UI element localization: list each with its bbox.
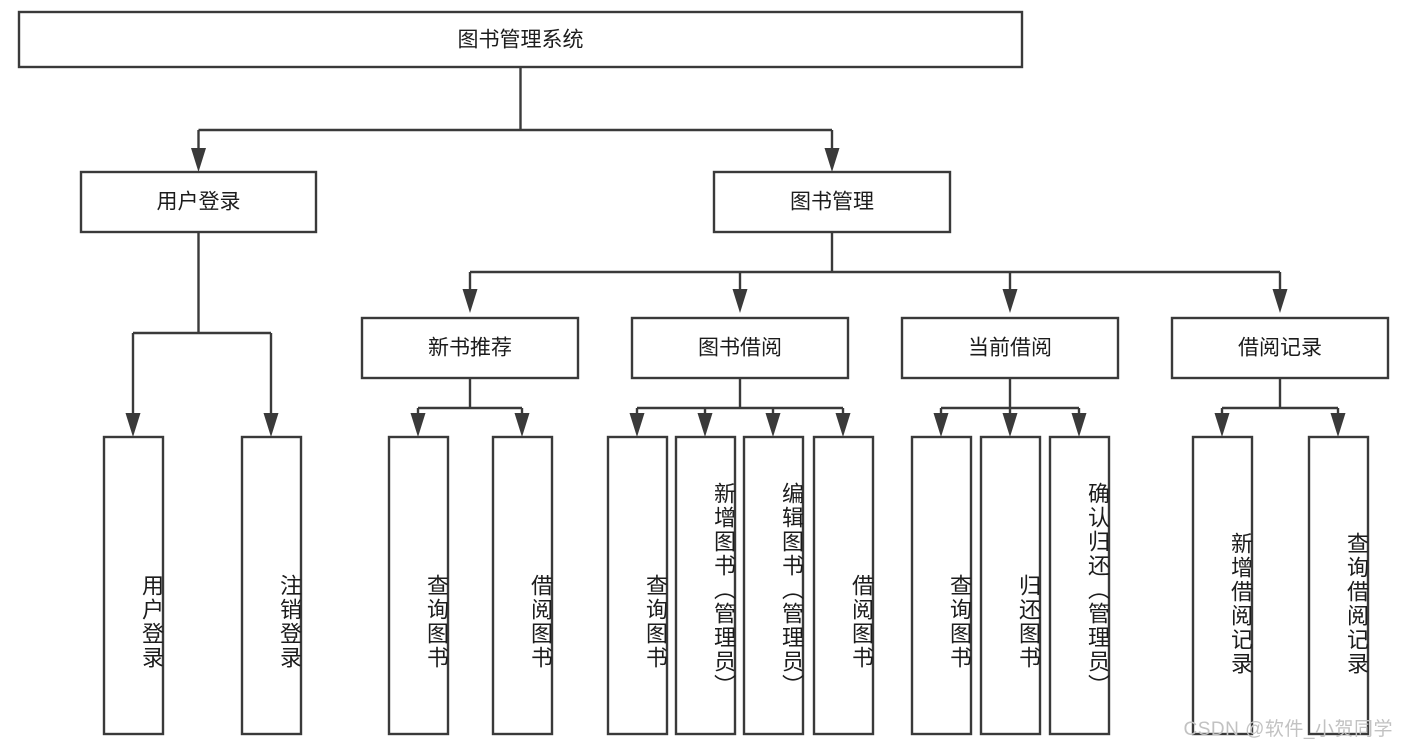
leaf-box-book-borrow-4[interactable] (812, 435, 875, 736)
arrow-borrow-record-leaf-2 (1330, 413, 1346, 437)
leaf-box-current-borrow-3[interactable] (1048, 435, 1111, 736)
csdn-watermark: CSDN @软件_小贺同学 (1183, 719, 1393, 740)
leaf-box-book-borrow-1[interactable] (606, 435, 669, 736)
arrow-book-borrow-leaf-3 (765, 413, 781, 437)
node-book-management-box (712, 170, 952, 234)
arrow-borrow-record-leaf-1 (1214, 413, 1230, 437)
node-new-book-recommend[interactable]: 新书推荐 (360, 316, 580, 380)
leaf-box-current-borrow-1[interactable] (910, 435, 973, 736)
connector-group-newbook-to-leaves (410, 378, 530, 437)
node-current-borrow-label: 当前借阅 (968, 337, 1052, 360)
arrow-to-new-book-recommend (462, 289, 478, 313)
arrow-current-borrow-leaf-1 (933, 413, 949, 437)
arrow-book-borrow-leaf-4 (835, 413, 851, 437)
connector-group-bookborrow-to-leaves (629, 378, 851, 437)
arrow-book-borrow-leaf-1 (629, 413, 645, 437)
node-new-book-recommend-label: 新书推荐 (428, 337, 512, 360)
node-borrow-record-label: 借阅记录 (1238, 337, 1322, 360)
node-book-management-label: 图书管理 (790, 191, 874, 214)
node-current-borrow-box (900, 316, 1120, 380)
leaf-box-book-borrow-2[interactable] (674, 435, 737, 736)
leaf-box-new-book-2[interactable] (491, 435, 554, 736)
node-borrow-record[interactable]: 借阅记录 (1170, 316, 1390, 380)
node-book-management[interactable]: 图书管理 (712, 170, 952, 234)
node-book-borrow-box (630, 316, 850, 380)
arrow-root-to-book-manage (824, 148, 840, 172)
arrow-new-book-leaf-1 (410, 413, 426, 437)
arrow-user-login-leaf-2 (263, 413, 279, 437)
arrow-user-login-leaf-1 (125, 413, 141, 437)
arrow-to-book-borrow (732, 289, 748, 313)
arrow-root-to-user-login (191, 148, 206, 172)
node-root-book-management-system[interactable]: 图书管理系统 (17, 10, 1024, 69)
leaf-box-borrow-record-2[interactable] (1307, 435, 1370, 736)
connector-group-borrowrecord-to-leaves (1214, 378, 1346, 437)
node-root-box (17, 10, 1024, 69)
arrow-book-borrow-leaf-2 (697, 413, 713, 437)
leaf-box-current-borrow-2[interactable] (979, 435, 1042, 736)
leaf-box-borrow-record-1[interactable] (1191, 435, 1254, 736)
node-book-borrow[interactable]: 图书借阅 (630, 316, 850, 380)
node-borrow-record-box (1170, 316, 1390, 380)
node-book-borrow-label: 图书借阅 (698, 337, 782, 360)
leaf-box-user-login-2[interactable] (240, 435, 303, 736)
node-user-login[interactable]: 用户登录 (79, 170, 318, 234)
arrow-current-borrow-leaf-3 (1071, 413, 1087, 437)
leaf-box-new-book-1[interactable] (387, 435, 450, 736)
leaf-box-user-login-1[interactable] (102, 435, 165, 736)
node-user-login-box (79, 170, 318, 234)
arrow-current-borrow-leaf-2 (1002, 413, 1018, 437)
arrow-to-current-borrow (1002, 289, 1018, 313)
arrow-new-book-leaf-2 (514, 413, 530, 437)
connector-group-userlogin-to-leaves (125, 232, 279, 437)
connector-group-root-to-level2 (191, 67, 840, 172)
node-root-label: 图书管理系统 (458, 29, 584, 52)
node-current-borrow[interactable]: 当前借阅 (900, 316, 1120, 380)
connector-group-currentborrow-to-leaves (933, 378, 1087, 437)
connector-group-bookmanage-to-level3 (462, 232, 1288, 313)
arrow-to-borrow-record (1272, 289, 1288, 313)
leaf-box-book-borrow-3[interactable] (742, 435, 805, 736)
node-new-book-recommend-box (360, 316, 580, 380)
node-user-login-label: 用户登录 (157, 191, 241, 214)
